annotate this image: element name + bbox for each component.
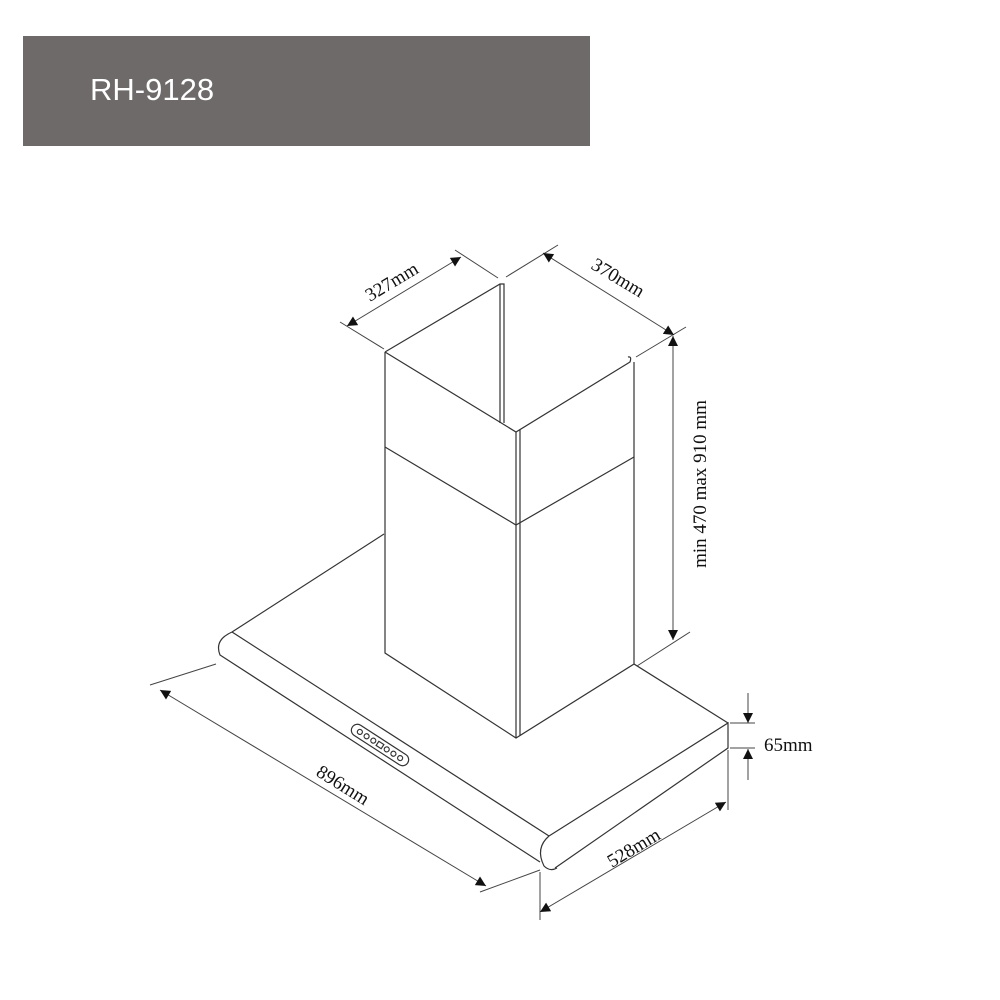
model-header-bar: RH-9128 <box>23 36 590 146</box>
dimension-hood-thickness: 65mm <box>730 693 813 780</box>
chimney <box>384 283 635 739</box>
dimension-chimney-depth: 370mm <box>505 244 687 358</box>
model-title: RH-9128 <box>90 72 215 107</box>
label-896mm: 896mm <box>312 761 373 810</box>
label-65mm: 65mm <box>764 735 813 756</box>
label-height: min 470 max 910 mm <box>690 400 711 568</box>
label-528mm: 528mm <box>604 824 665 872</box>
dimension-chimney-height: min 470 max 910 mm <box>636 336 711 667</box>
dimension-hood-depth: 528mm <box>539 750 729 920</box>
dimension-hood-width: 896mm <box>149 663 541 893</box>
hood-canopy <box>217 533 729 871</box>
label-370mm: 370mm <box>587 254 648 302</box>
